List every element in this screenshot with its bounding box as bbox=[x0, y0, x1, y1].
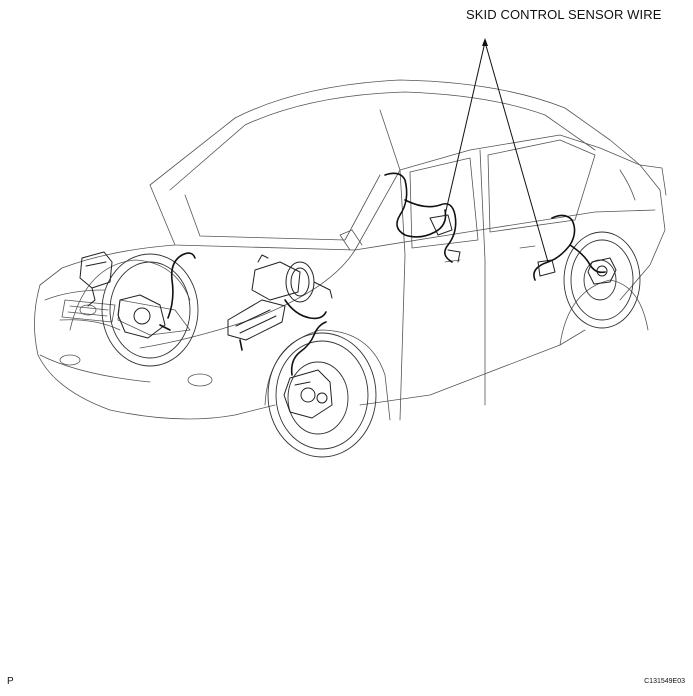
leader-arrowhead bbox=[482, 38, 488, 46]
brake-actuator bbox=[227, 254, 333, 351]
callout-label: SKID CONTROL SENSOR WIRE bbox=[466, 7, 662, 22]
front-near-caliper bbox=[283, 321, 333, 419]
callout-leader-lines bbox=[444, 38, 549, 263]
front-far-wheel bbox=[101, 253, 199, 367]
figure-code: C131549E03 bbox=[644, 678, 685, 685]
page-marker: P bbox=[7, 676, 14, 687]
front-near-wheel bbox=[267, 332, 377, 458]
center-sensor-harness bbox=[384, 172, 461, 263]
car-body-outline bbox=[34, 79, 667, 421]
front-far-sensor-assembly bbox=[79, 251, 196, 339]
rear-near-wheel bbox=[563, 231, 641, 329]
rear-sensor-harness bbox=[533, 214, 617, 285]
